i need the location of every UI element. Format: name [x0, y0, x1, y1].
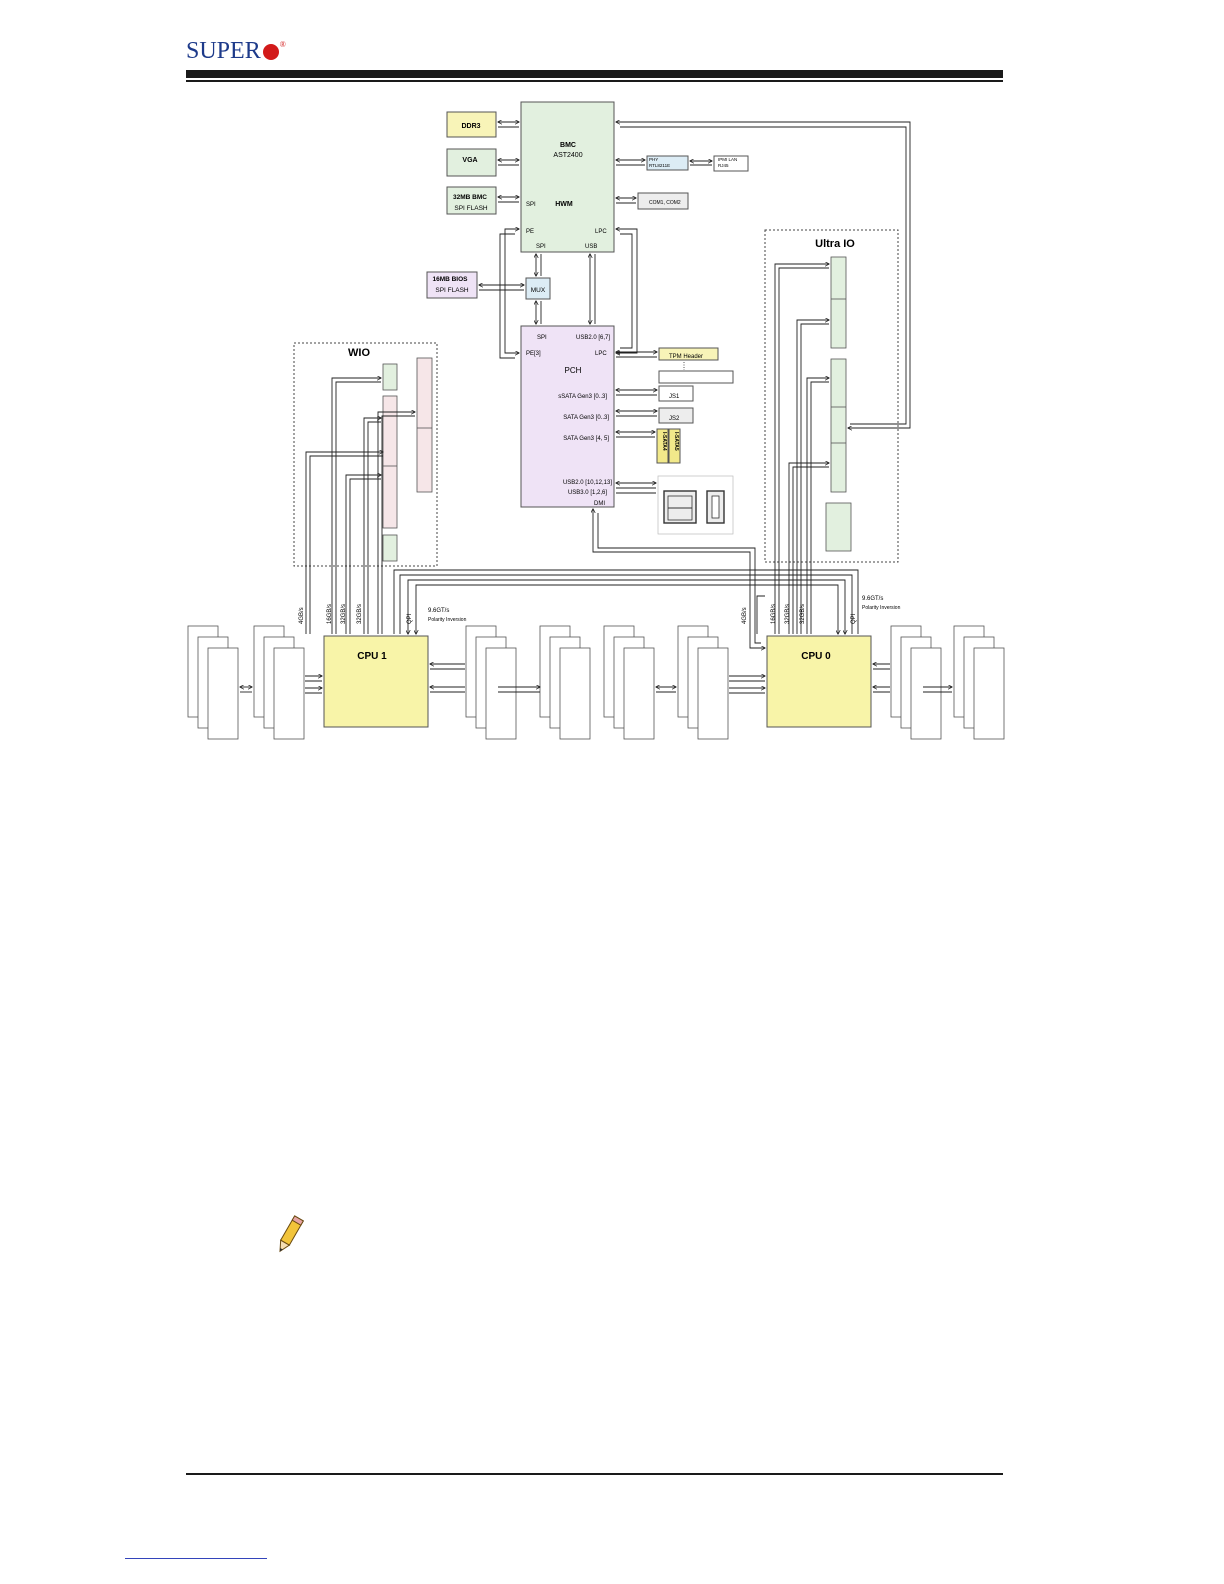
isata4-label: I-SATA4	[661, 432, 667, 451]
qpi-polarity-left: Polarity Inversion	[428, 617, 467, 623]
cpu0-label: CPU 0	[801, 651, 831, 662]
bmc-chip-name: AST2400	[553, 152, 582, 159]
ultra-io-slot-b	[830, 358, 847, 493]
cpu0-chip	[766, 635, 872, 728]
logo-dot	[262, 44, 279, 60]
pch-lpc: LPC	[595, 351, 607, 357]
bmc-pe-port: PE	[526, 229, 534, 235]
bmc-usb-bottom: USB	[585, 244, 597, 250]
pch-sata-1: SATA Gen3 [0..3]	[563, 415, 609, 421]
bios-flash-box	[426, 271, 478, 299]
cpu0-link-16gbs: 16GB/s	[771, 604, 777, 624]
pch-pe3: PE[3]	[526, 351, 541, 357]
ddr3-box	[446, 111, 497, 138]
isata5-label: I-SATA5	[673, 432, 679, 451]
dimm-slot	[207, 647, 239, 740]
cpu0-link-4gbs: 4GB/s	[742, 607, 748, 624]
pch-chip	[520, 325, 615, 508]
pch-usb-b: USB2.0 [10,12,13]	[563, 480, 612, 486]
supermicro-logo: SUPER ®	[186, 38, 286, 66]
cpu1-chip	[323, 635, 429, 728]
bmc-hwm: HWM	[555, 201, 573, 208]
bmc-spi-bottom: SPI	[536, 244, 546, 250]
cpu1-link-32gbs-a: 32GB/s	[341, 604, 347, 624]
pch-sata-2: SATA Gen3 [4, 5]	[563, 436, 609, 442]
wio-label: WIO	[348, 347, 370, 359]
bmc-flash-box	[446, 186, 497, 215]
pch-spi: SPI	[537, 335, 547, 341]
cpu0-link-qpi: QPI	[851, 613, 857, 624]
wio-slot-a	[382, 363, 398, 391]
tpm-module-box	[658, 370, 734, 384]
cpu1-label: CPU 1	[357, 651, 387, 662]
dimm-slot	[973, 647, 1005, 740]
cpu0-link-32gbs-b: 32GB/s	[800, 604, 806, 624]
bios-flash-line2: SPI FLASH	[435, 287, 469, 294]
mux-box	[525, 277, 551, 300]
ipmi-line2: RJ45	[718, 163, 729, 168]
qpi-speed-left: 9.6GT/s	[428, 608, 449, 614]
js1-label: JS1	[669, 394, 680, 400]
logo-registered-mark: ®	[279, 40, 286, 49]
wio-slot-b	[382, 395, 398, 529]
dimm-slot	[559, 647, 591, 740]
wio-box	[293, 342, 438, 567]
qpi-speed-right: 9.6GT/s	[862, 596, 883, 602]
vga-box	[446, 148, 497, 177]
dimm-slot	[273, 647, 305, 740]
footer-link-underline	[125, 1558, 267, 1559]
ddr3-label: DDR3	[461, 123, 480, 130]
cpu1-link-16gbs: 16GB/s	[327, 604, 333, 624]
cpu1-link-32gbs-b: 32GB/s	[357, 604, 363, 624]
bmc-chip	[520, 101, 615, 253]
ultra-io-label: Ultra IO	[815, 238, 855, 250]
header-rule-thin	[186, 80, 1003, 82]
bios-flash-line1: 16MB BIOS	[432, 276, 468, 283]
wio-slot-riser	[416, 357, 433, 493]
dimm-slot	[485, 647, 517, 740]
bmc-spi-port: SPI	[526, 202, 536, 208]
phy-line1: PHY	[649, 157, 658, 162]
bmc-flash-line2: SPI FLASH	[454, 205, 488, 212]
cpu0-link-32gbs-a: 32GB/s	[785, 604, 791, 624]
dimm-slot	[697, 647, 729, 740]
js2-label: JS2	[669, 416, 680, 422]
pch-dmi: DMI	[594, 501, 605, 507]
bmc-lpc-port: LPC	[595, 229, 607, 235]
cpu1-link-4gbs: 4GB/s	[299, 607, 305, 624]
tpm-header-label: TPM Header	[669, 354, 703, 360]
mux-label: MUX	[531, 287, 546, 294]
pch-ssata: sSATA Gen3 [0..3]	[558, 394, 607, 400]
bmc-title: BMC	[560, 142, 576, 149]
dimm-slot	[910, 647, 942, 740]
vga-label: VGA	[462, 157, 477, 164]
com-label: COM1, COM2	[649, 200, 681, 206]
wio-slot-c	[382, 534, 398, 562]
bmc-flash-line1: 32MB BMC	[453, 194, 487, 201]
ultra-io-slot-a	[830, 256, 847, 349]
pch-usb-a: USB2.0 [6,7]	[576, 335, 610, 341]
ipmi-line1: IPMI LAN	[718, 157, 737, 162]
footer-rule	[186, 1473, 1003, 1475]
pencil-note-icon	[279, 1215, 305, 1253]
pch-usb-c: USB3.0 [1,2,6]	[568, 490, 607, 496]
qpi-polarity-right: Polarity Inversion	[862, 605, 901, 611]
dimm-slot	[623, 647, 655, 740]
pch-title: PCH	[565, 366, 582, 375]
logo-text: SUPER	[186, 38, 261, 64]
ultra-io-slot-c	[825, 502, 852, 552]
header-rule-thick	[186, 70, 1003, 78]
cpu1-link-qpi: QPI	[407, 613, 413, 624]
phy-line2: RTL8211E	[649, 163, 670, 168]
